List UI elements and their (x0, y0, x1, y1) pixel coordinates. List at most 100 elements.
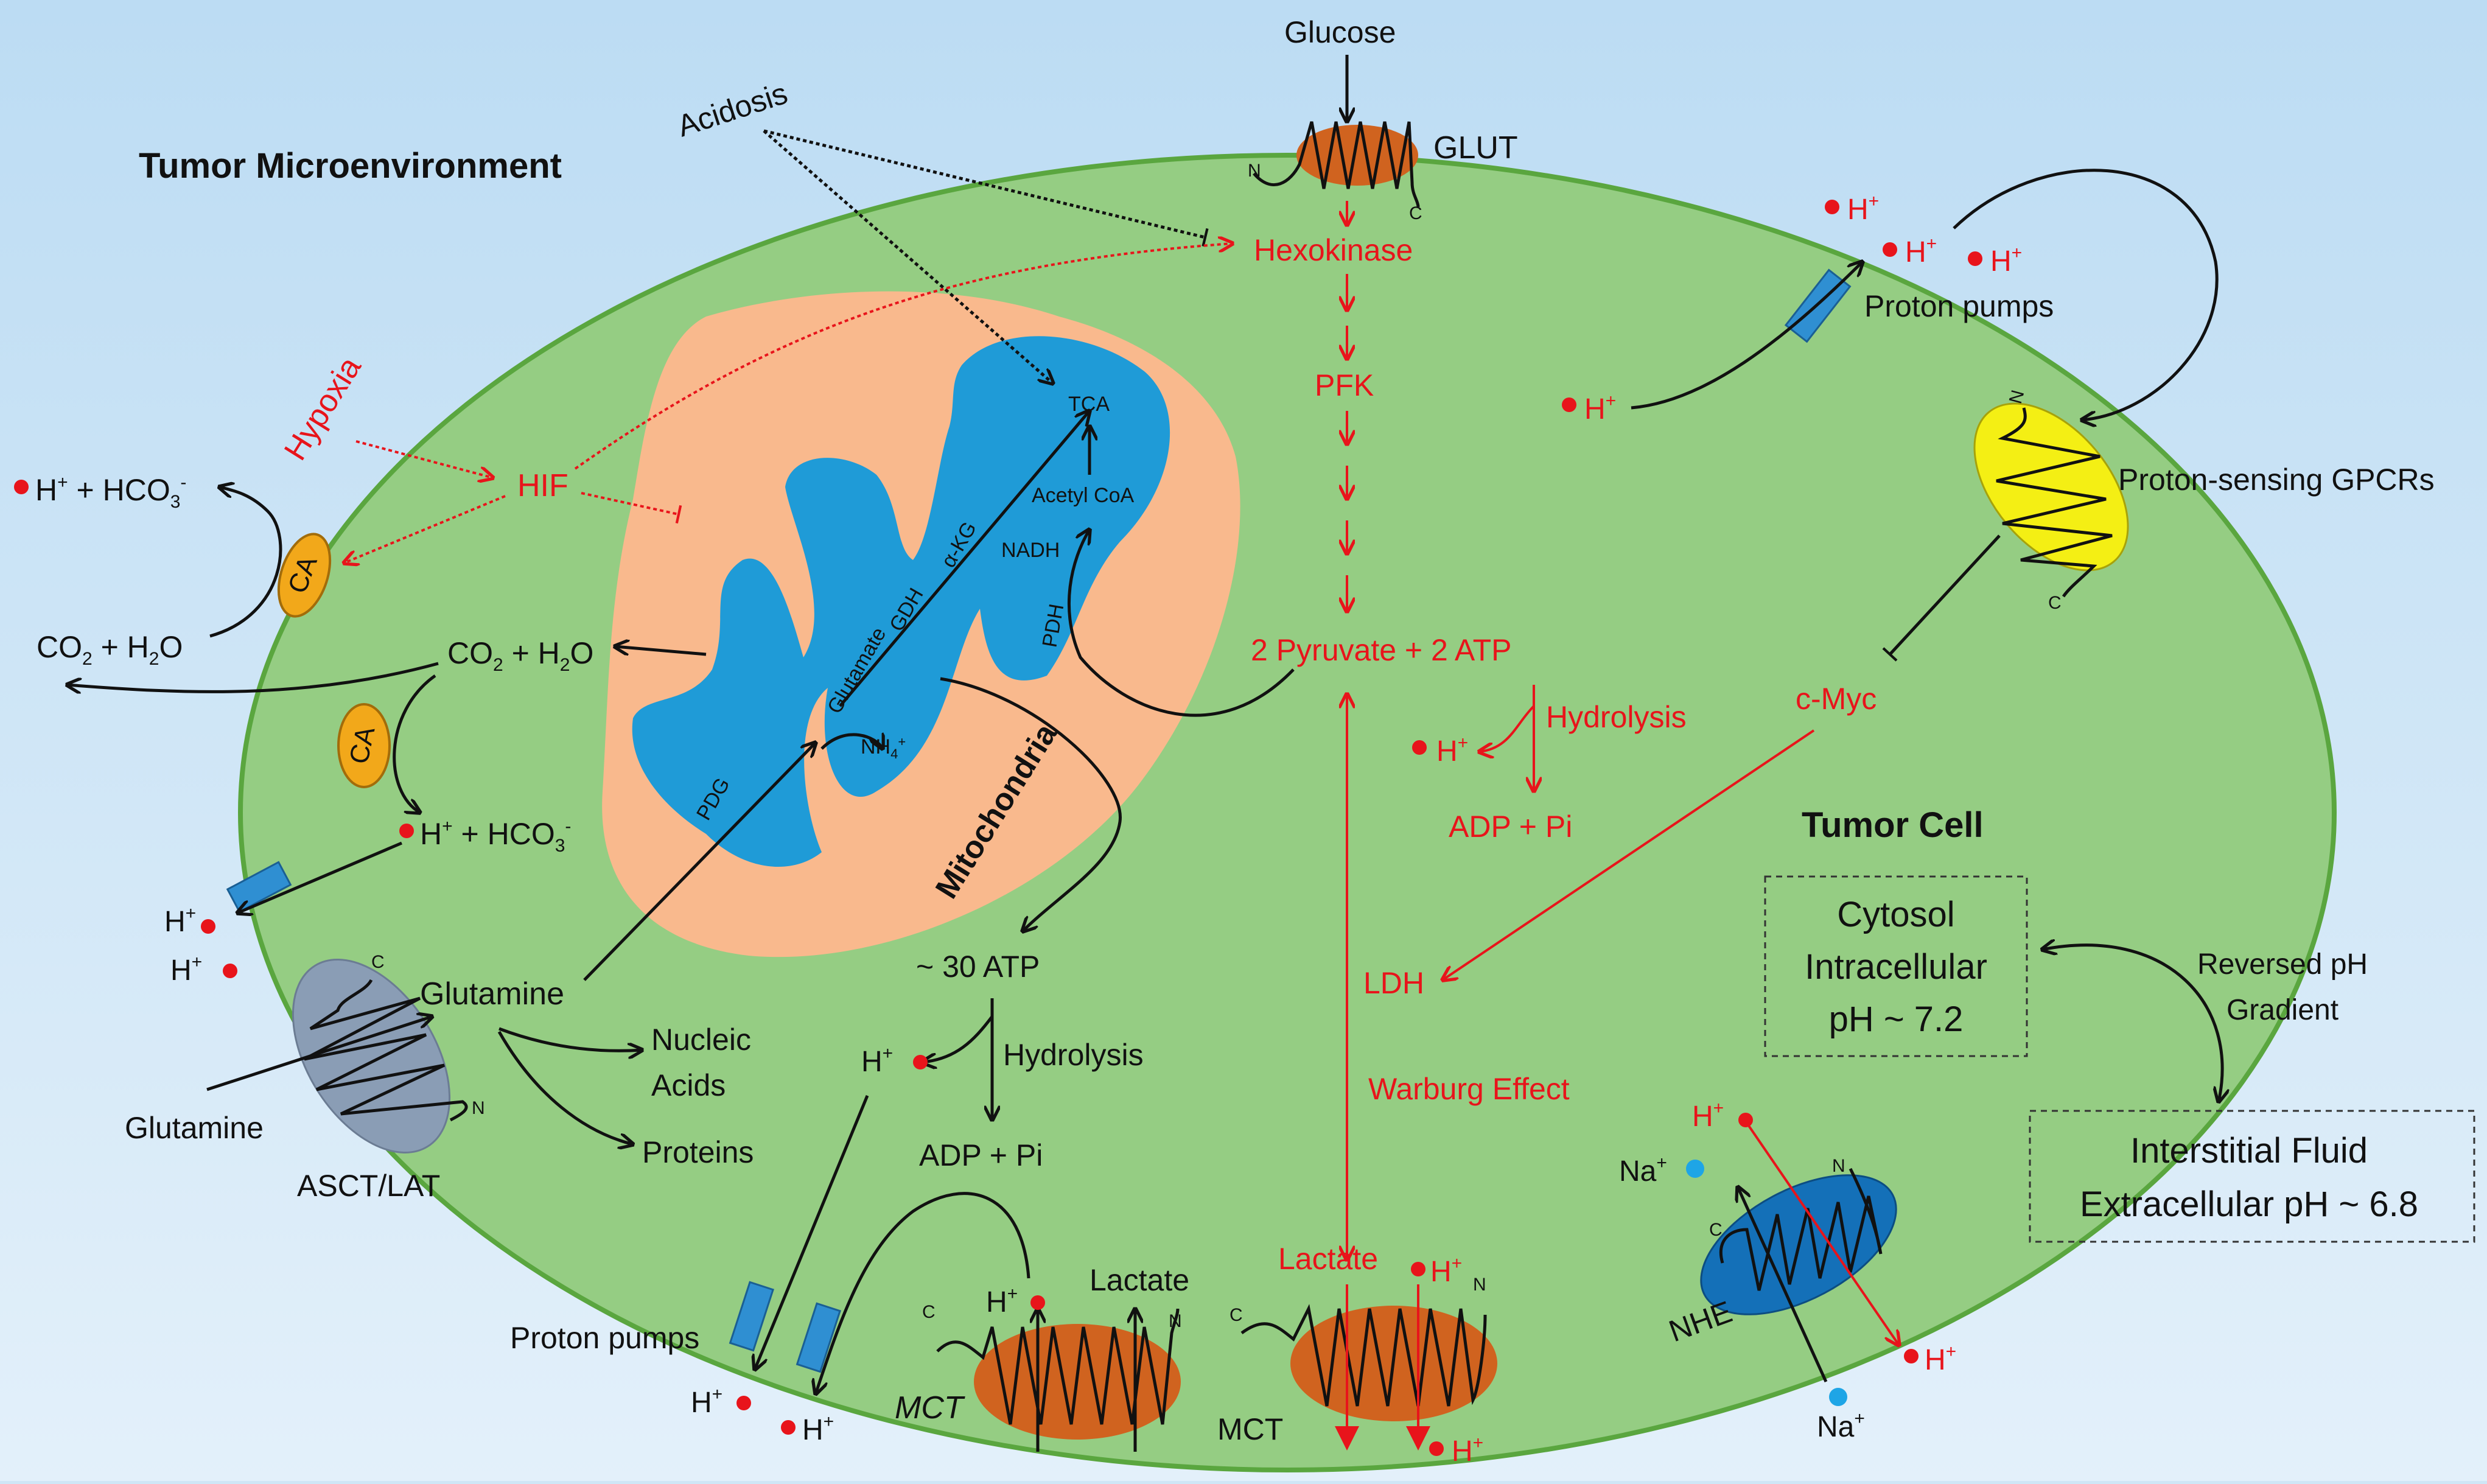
nhe-sodium-arrow (1738, 1187, 1828, 1383)
mct-right-helices (1240, 1304, 1487, 1407)
hif-label: HIF (517, 468, 568, 503)
hif-inhibits-mitochondria (581, 492, 682, 524)
nadh-label: NADH (1001, 539, 1060, 562)
proton-sensing-gpcr: N C (1973, 388, 2129, 613)
proton-dot (913, 1055, 928, 1069)
glutamine-to-glutamate-arrow (583, 743, 816, 981)
glutamine-import-arrow (206, 1017, 432, 1091)
cytosol-box: Cytosol Intracellular pH ~ 7.2 (1764, 875, 2028, 1057)
asct-n-term: N (472, 1098, 485, 1118)
warburg-label: Warburg Effect (1368, 1072, 1570, 1106)
proton-to-gpcr-arrow (1953, 169, 2219, 420)
ca-membrane-reaction-arrow (209, 487, 282, 638)
nhe-h-out-label: H+ (1925, 1342, 1956, 1376)
glut-helices (1253, 121, 1420, 208)
proton-dot (1562, 397, 1576, 412)
pump-h-out-3: H+ (1990, 243, 2022, 278)
mct-left-helices (936, 1308, 1180, 1425)
nhe-h-in-label: H+ (1692, 1098, 1724, 1133)
proton-pump-bottom-1 (729, 1281, 774, 1352)
adp-pi-black-label: ADP + Pi (919, 1138, 1043, 1172)
pyruvate-to-acetylcoa-arrow (1067, 530, 1295, 717)
nhe-exchanger: C N (1700, 1156, 1897, 1315)
mct-right-c-term: C (1230, 1305, 1243, 1325)
proton-dot (1030, 1295, 1045, 1310)
mct-right: C N (1230, 1275, 1497, 1421)
hypoxia-to-hif-arrow (355, 440, 493, 478)
ca-membrane: CA (277, 533, 332, 618)
h-out-left-1: H+ (164, 903, 196, 938)
mct-left: C N (922, 1302, 1182, 1440)
nhe-c-term: C (1709, 1220, 1723, 1240)
proton-dot (1883, 242, 1897, 257)
na-in-label: Na+ (1619, 1153, 1667, 1188)
pfk-label: PFK (1315, 368, 1374, 402)
pump-h-out-2: H+ (1905, 234, 1937, 268)
proton-label: H+ (1436, 733, 1468, 768)
h-hco3-inside-label: H+ + HCO3- (420, 816, 571, 856)
mito-to-co2-arrow (615, 646, 707, 656)
mct-right-n-term: N (1473, 1275, 1486, 1295)
mct-left-c-term: C (922, 1302, 936, 1322)
co2-diffusion-arrow (67, 662, 439, 691)
co2-h2o-outside-label: CO2 + H2O (37, 630, 183, 669)
proton-dot (1904, 1349, 1919, 1363)
nhe-proton-arrow (1746, 1122, 1899, 1345)
glutamate-to-tca-arrow (839, 411, 1090, 707)
gpcrs-label: Proton-sensing GPCRs (2118, 463, 2435, 497)
mct-right-label: MCT (1217, 1412, 1283, 1446)
adp-pi-red-label: ADP + Pi (1449, 810, 1572, 844)
h-out-left-2: H+ (170, 952, 202, 987)
pyruvate-atp-label: 2 Pyruvate + 2 ATP (1251, 633, 1511, 667)
acidosis-inhibits-hexokinase (763, 129, 1209, 247)
mct-left-label: MCT (895, 1390, 965, 1426)
pump-h-out-1: H+ (1847, 191, 1879, 226)
glutamate-to-nh4-arrow (820, 735, 883, 749)
tumor-cell-title: Tumor Cell (1802, 805, 1984, 845)
asct-lat-label: ASCT/LAT (297, 1169, 440, 1203)
asct-c-term: C (371, 952, 385, 972)
proton-pumps-bottom (729, 1281, 841, 1373)
atp-hydrolysis-proton-arrow-red (1479, 705, 1535, 752)
nhe-helices (1719, 1167, 1883, 1291)
co2-h2o-inside-label: CO2 + H2O (447, 636, 593, 675)
glucose-label: Glucose (1284, 15, 1396, 49)
nhe-n-term: N (1832, 1156, 1845, 1176)
proteins-label: Proteins (642, 1135, 754, 1169)
interstitial-box: Interstitial Fluid Extracellular pH ~ 6.… (2029, 1110, 2475, 1243)
ca-shape-cytosol (337, 703, 391, 788)
hexokinase-label: Hexokinase (1254, 233, 1413, 267)
glut-transporter: N C GLUT (1248, 121, 1518, 223)
nucleic-label: Nucleic (651, 1023, 751, 1057)
interstitial-label: Interstitial Fluid (2130, 1131, 2368, 1171)
glutamine-in-label: Glutamine (420, 976, 564, 1012)
mitochondria: Mitochondria (602, 291, 1240, 957)
proton-dot (201, 919, 215, 934)
gpcr-helices (1996, 407, 2113, 598)
proton-pump-top-arrow (1631, 262, 1863, 410)
ca-cytosol: CA (337, 703, 391, 788)
acetyl-coa-label: Acetyl CoA (1032, 484, 1134, 507)
hif-to-ca-arrow (344, 495, 506, 563)
mitochondria-matrix (632, 336, 1170, 867)
c-myc-label: c-Myc (1796, 682, 1877, 716)
proton-dot (1968, 251, 1982, 266)
proton-dot (1825, 200, 1839, 214)
mct-left-h-label: H+ (986, 1284, 1018, 1318)
h-out-bottom-2: H+ (802, 1412, 834, 1446)
proton-dot (1412, 740, 1427, 755)
glutamine-to-proteins-arrow (497, 1031, 633, 1144)
proton-dot (1738, 1113, 1753, 1127)
hydrolysis-black-label: Hydrolysis (1003, 1038, 1144, 1072)
ca-cytosol-reaction-arrow (393, 674, 436, 813)
h-out-bottom-1: H+ (691, 1384, 722, 1419)
glutamine-out-label: Glutamine (125, 1111, 264, 1145)
proton-dot (1429, 1441, 1444, 1456)
lactate-black-label: Lactate (1090, 1263, 1189, 1297)
lactate-red-label: Lactate (1278, 1242, 1378, 1276)
proton-pumps-bottom-label: Proton pumps (510, 1321, 699, 1355)
cytosol-box-border (1764, 875, 2028, 1057)
mct-left-n-term: N (1169, 1311, 1182, 1331)
